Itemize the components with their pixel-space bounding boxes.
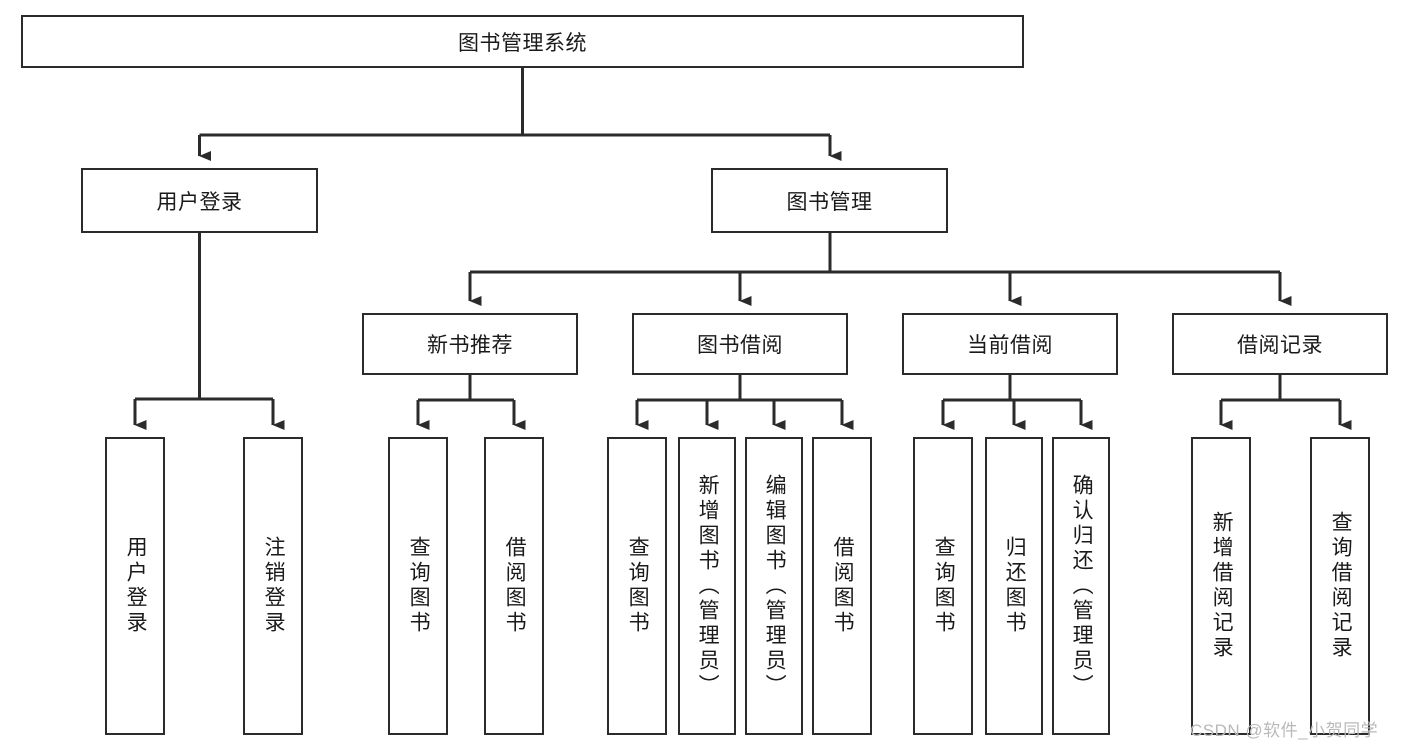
watermark-text: CSDN @软件_小贺同学 <box>1190 721 1379 740</box>
node-leaf-return-book-label: 归还图书 <box>1003 536 1027 636</box>
node-leaf-query-book-3[interactable]: 查询图书 <box>913 437 973 735</box>
node-leaf-add-borrow-record[interactable]: 新增借阅记录 <box>1191 437 1251 735</box>
node-leaf-edit-book-admin[interactable]: 编辑图书（管理员） <box>745 437 803 735</box>
node-leaf-query-book-3-label: 查询图书 <box>932 536 956 636</box>
node-leaf-add-borrow-record-label: 新增借阅记录 <box>1210 511 1234 661</box>
node-leaf-confirm-return-admin[interactable]: 确认归还（管理员） <box>1052 437 1110 735</box>
node-leaf-query-book-2-label: 查询图书 <box>626 536 650 636</box>
node-leaf-add-book-admin[interactable]: 新增图书（管理员） <box>678 437 736 735</box>
node-leaf-borrow-book-2-label: 借阅图书 <box>831 536 855 636</box>
node-leaf-user-login-label: 用户登录 <box>124 536 148 636</box>
node-current-borrow-label: 当前借阅 <box>967 334 1053 357</box>
node-leaf-edit-book-admin-label: 编辑图书（管理员） <box>763 473 787 699</box>
node-leaf-query-book-2[interactable]: 查询图书 <box>607 437 667 735</box>
node-user-login-label: 用户登录 <box>156 190 243 214</box>
node-leaf-confirm-return-admin-label: 确认归还（管理员） <box>1070 473 1094 699</box>
node-user-login[interactable]: 用户登录 <box>81 168 318 233</box>
node-book-borrow[interactable]: 图书借阅 <box>632 313 848 375</box>
node-leaf-query-book-1-label: 查询图书 <box>407 536 431 636</box>
node-book-manage[interactable]: 图书管理 <box>711 168 948 233</box>
node-leaf-query-borrow-record-label: 查询借阅记录 <box>1329 511 1353 661</box>
node-leaf-user-login[interactable]: 用户登录 <box>105 437 165 735</box>
node-new-book-rec-label: 新书推荐 <box>427 334 513 357</box>
node-leaf-logout-label: 注销登录 <box>262 536 286 636</box>
node-current-borrow[interactable]: 当前借阅 <box>902 313 1118 375</box>
node-new-book-rec[interactable]: 新书推荐 <box>362 313 578 375</box>
node-leaf-borrow-book-1-label: 借阅图书 <box>503 536 527 636</box>
node-root[interactable]: 图书管理系统 <box>21 15 1024 68</box>
node-leaf-logout[interactable]: 注销登录 <box>243 437 303 735</box>
node-root-label: 图书管理系统 <box>458 31 587 55</box>
node-book-borrow-label: 图书借阅 <box>697 334 783 357</box>
node-leaf-borrow-book-1[interactable]: 借阅图书 <box>484 437 544 735</box>
node-leaf-query-book-1[interactable]: 查询图书 <box>388 437 448 735</box>
node-book-manage-label: 图书管理 <box>786 190 873 214</box>
node-leaf-add-book-admin-label: 新增图书（管理员） <box>696 473 720 699</box>
watermark: CSDN @软件_小贺同学 <box>1190 716 1378 741</box>
node-leaf-query-borrow-record[interactable]: 查询借阅记录 <box>1310 437 1370 735</box>
node-borrow-record[interactable]: 借阅记录 <box>1172 313 1388 375</box>
node-borrow-record-label: 借阅记录 <box>1237 334 1323 357</box>
node-leaf-borrow-book-2[interactable]: 借阅图书 <box>812 437 872 735</box>
node-leaf-return-book[interactable]: 归还图书 <box>985 437 1043 735</box>
